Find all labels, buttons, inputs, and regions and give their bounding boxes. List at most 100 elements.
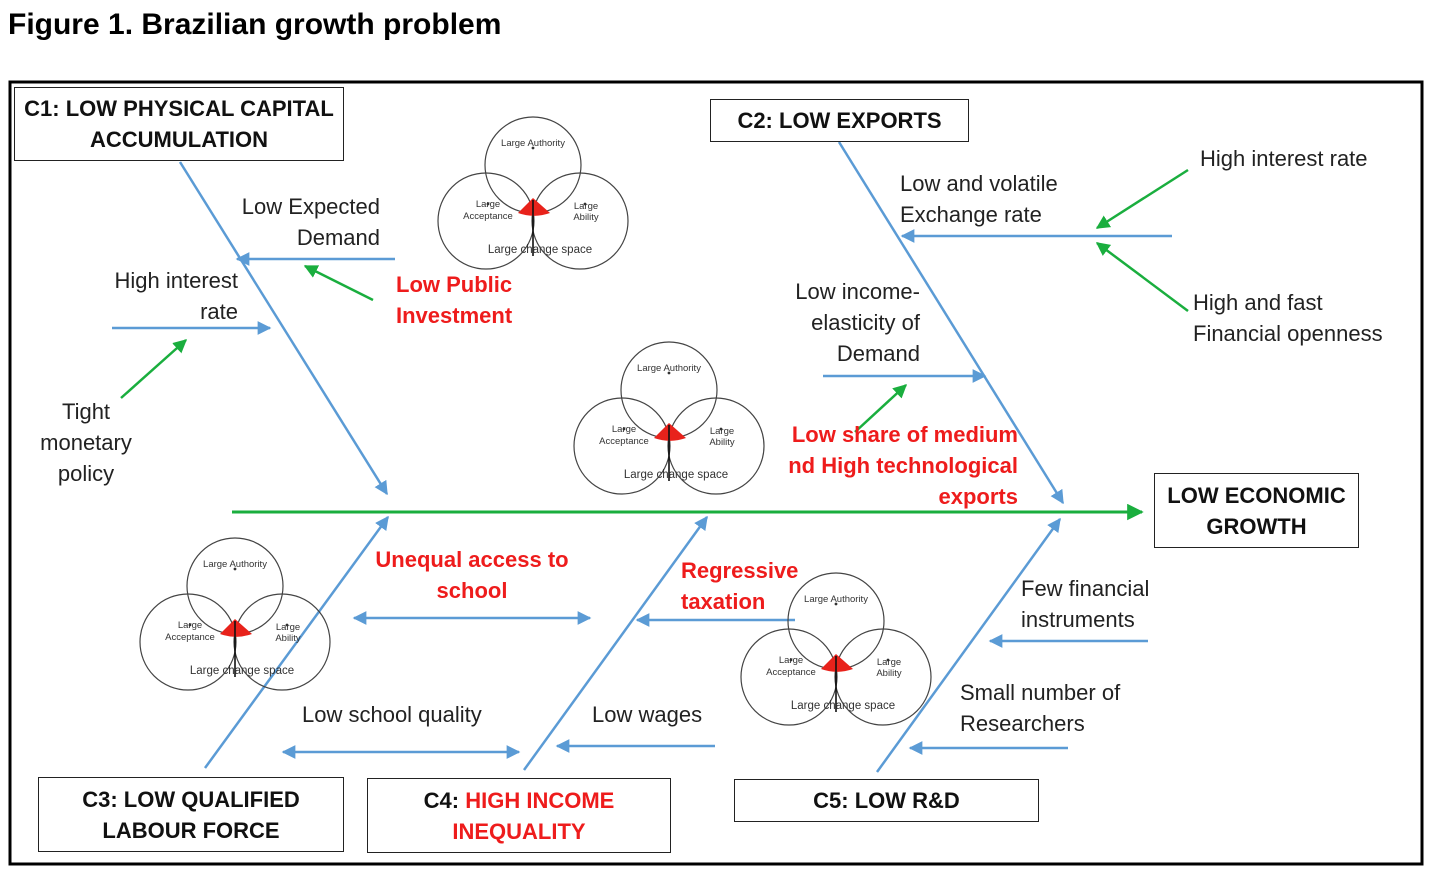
cause-c4-line2: INEQUALITY: [452, 818, 586, 844]
effect-line1: LOW ECONOMIC: [1167, 482, 1346, 508]
text-line: Small number of: [960, 680, 1121, 705]
effect-line2: GROWTH: [1206, 513, 1307, 539]
svg-text:Acceptance: Acceptance: [766, 667, 816, 678]
svg-text:Large: Large: [476, 199, 500, 210]
text-line: Low wages: [592, 702, 703, 727]
text-line: Low Expected: [241, 194, 380, 219]
text-line: policy: [57, 461, 115, 486]
cause-c4-highlight: HIGH INCOME: [465, 787, 615, 813]
svg-text:Ability: Ability: [275, 633, 301, 644]
svg-text:Acceptance: Acceptance: [599, 436, 649, 447]
svg-text:Large: Large: [612, 424, 636, 435]
text-line: Unequal access to: [375, 547, 569, 572]
subcause-low-income-elasticity: Low income- elasticity of Demand: [760, 276, 920, 369]
cause-c4-line1: C4: HIGH INCOME: [424, 785, 615, 816]
arrow-public-investment: [303, 264, 374, 302]
text-line: instruments: [1021, 607, 1135, 632]
arrow-low-share-exports: [854, 384, 908, 433]
bone-c3: [203, 515, 390, 769]
svg-text:Large change space: Large change space: [791, 700, 895, 712]
bone-c4: [522, 515, 709, 771]
text-line: exports: [938, 484, 1018, 509]
text-line: school: [436, 578, 508, 603]
text-line: Low share of medium: [791, 422, 1018, 447]
text-line: Low Public: [396, 272, 513, 297]
svg-text:Acceptance: Acceptance: [165, 632, 215, 643]
subcause-small-researchers: Small number of Researchers: [960, 677, 1120, 739]
svg-text:Large Authority: Large Authority: [804, 594, 868, 605]
svg-text:Large change space: Large change space: [190, 665, 294, 677]
text-line: Researchers: [960, 711, 1085, 736]
cause-c2-label: C2: LOW EXPORTS: [737, 108, 942, 133]
text-line: nd High technological: [788, 453, 1018, 478]
effect-box: LOW ECONOMIC GROWTH: [1154, 473, 1359, 548]
venn-diagram-2: Large Authority Large Acceptance Large A…: [573, 341, 765, 495]
text-line: rate: [200, 299, 238, 324]
svg-text:Large: Large: [779, 655, 803, 666]
svg-text:Acceptance: Acceptance: [463, 211, 513, 222]
subcause-low-volatile-exchange: Low and volatile Exchange rate: [900, 168, 1058, 230]
figure-title: Figure 1. Brazilian growth problem: [8, 8, 502, 41]
svg-text:Ability: Ability: [876, 668, 902, 679]
cause-c1-line2: ACCUMULATION: [89, 127, 268, 152]
bone-c2: [837, 141, 1065, 505]
svg-text:Large: Large: [574, 201, 598, 212]
text-line: Demand: [296, 225, 380, 250]
cause-box-c4: C4: HIGH INCOME INEQUALITY: [367, 778, 671, 853]
svg-text:Ability: Ability: [709, 437, 735, 448]
figure-frame: [8, 80, 1424, 866]
svg-text:Large Authority: Large Authority: [501, 138, 565, 149]
subcause-high-interest-rate-c2: High interest rate: [1200, 143, 1368, 174]
cause-c5-label: C5: LOW R&D: [813, 788, 960, 813]
subcause-unequal-access: Unequal access to school: [362, 544, 582, 606]
text-line: Few financial: [1021, 576, 1150, 601]
cause-c3-line1: C3: LOW QUALIFIED: [82, 786, 300, 812]
subcause-high-interest-rate-c1: High interest rate: [90, 265, 238, 327]
cause-box-c1: C1: LOW PHYSICAL CAPITAL ACCUMULATION: [14, 87, 344, 161]
text-line: High and fast: [1193, 290, 1323, 315]
venn-diagram-4: Large Authority Large Acceptance Large A…: [740, 572, 932, 726]
svg-text:Large Authority: Large Authority: [637, 363, 701, 374]
subcause-few-financial: Few financial instruments: [1021, 573, 1149, 635]
text-line: Tight: [61, 399, 111, 424]
bone-c5: [875, 517, 1062, 773]
subcause-tight-monetary-policy: Tight monetary policy: [26, 396, 146, 489]
subcause-high-fast-openness: High and fast Financial openness: [1193, 287, 1383, 349]
svg-text:Large Authority: Large Authority: [203, 559, 267, 570]
subcause-low-expected-demand: Low Expected Demand: [220, 191, 380, 253]
subcause-regressive-taxation: Regressive taxation: [681, 555, 798, 617]
text-line: High interest rate: [1200, 146, 1368, 171]
text-line: Exchange rate: [900, 202, 1042, 227]
subcause-low-wages: Low wages: [592, 699, 702, 730]
text-line: elasticity of: [811, 310, 920, 335]
subcause-low-school-quality: Low school quality: [302, 699, 482, 730]
svg-text:Large: Large: [178, 620, 202, 631]
venn-diagram-3: Large Authority Large Acceptance Large A…: [139, 537, 331, 691]
cause-c1-line1: C1: LOW PHYSICAL CAPITAL: [24, 96, 334, 121]
svg-text:Large change space: Large change space: [624, 469, 728, 481]
text-line: monetary: [40, 430, 132, 455]
text-line: Investment: [396, 303, 513, 328]
svg-text:Large: Large: [276, 622, 300, 633]
text-line: Demand: [836, 341, 920, 366]
text-line: Low school quality: [302, 702, 482, 727]
cause-box-c2: C2: LOW EXPORTS: [710, 99, 969, 142]
text-line: High interest: [114, 268, 238, 293]
text-line: Low and volatile: [900, 171, 1058, 196]
bone-c1: [178, 161, 389, 496]
svg-text:Ability: Ability: [573, 212, 599, 223]
text-line: Financial openness: [1193, 321, 1383, 346]
arrow-tight-monetary: [120, 339, 188, 399]
cause-box-c3: C3: LOW QUALIFIED LABOUR FORCE: [38, 777, 344, 852]
svg-text:Large change space: Large change space: [488, 244, 592, 256]
subcause-low-share-exports: Low share of medium nd High technologica…: [760, 419, 1018, 512]
cause-c4-prefix: C4:: [423, 787, 466, 813]
svg-text:Large: Large: [877, 657, 901, 668]
svg-text:Large: Large: [710, 426, 734, 437]
text-line: Low income-: [795, 279, 920, 304]
venn-diagram-1: Large Authority Large Acceptance Large A…: [437, 116, 629, 270]
cause-c3-line2: LABOUR FORCE: [102, 817, 280, 843]
subcause-low-public-investment: Low Public Investment: [396, 269, 512, 331]
arrow-financial-openness: [1095, 241, 1189, 313]
